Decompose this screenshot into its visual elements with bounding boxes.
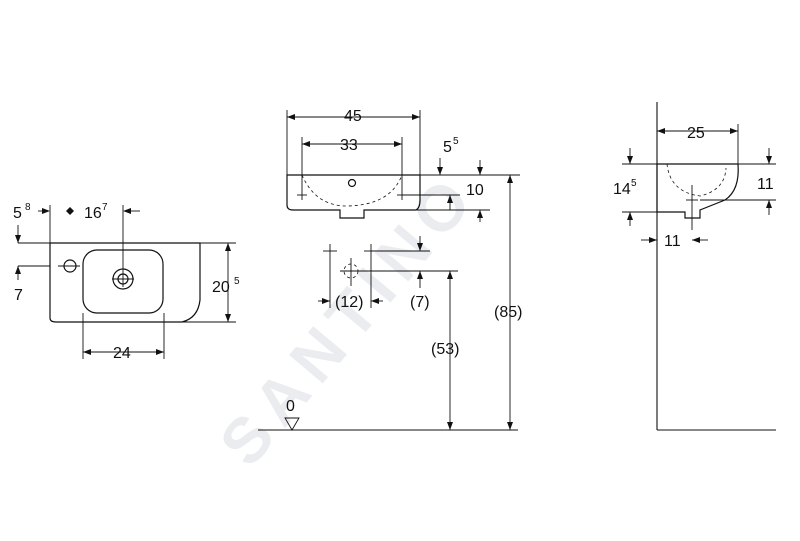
front-view-basin-outline: [286, 174, 421, 219]
svg-text:8: 8: [25, 202, 31, 213]
side-view-basin-outline: [656, 163, 739, 219]
pipe-drop-label: (7): [410, 294, 430, 311]
svg-text:5: 5: [631, 178, 637, 189]
pipe-spacing-label: (12): [335, 294, 363, 311]
top-height-label: 20: [212, 279, 230, 296]
bowl-height-label: 11: [757, 176, 774, 193]
side-depth-label: 25: [687, 125, 705, 142]
side-projection-label: 14: [613, 181, 631, 198]
overall-height-label: (85): [494, 304, 522, 321]
floor-level-label: 0: [286, 398, 295, 415]
rim-height-label: 10: [466, 182, 484, 199]
top-view-basin-outline: [49, 242, 201, 323]
svg-text:7: 7: [102, 202, 108, 213]
tap-hole-label: 7: [14, 287, 23, 304]
rim-label: 5: [443, 139, 452, 156]
tap-offset-label: 16: [84, 205, 102, 222]
top-depth-label: 5: [13, 205, 22, 222]
top-bowl-width-label: 24: [113, 345, 131, 362]
side-view: 25 14 5 11 11: [613, 102, 776, 431]
waste-offset-label: 11: [664, 233, 681, 250]
waste-height-label: (53): [431, 341, 459, 358]
svg-text:5: 5: [453, 136, 459, 147]
watermark: SANTINO: [206, 158, 491, 479]
svg-text:5: 5: [234, 276, 240, 287]
bowl-width-label: 33: [340, 137, 358, 154]
top-view: 5 8 16 7 7 20 5 24: [13, 202, 240, 362]
overall-width-label: 45: [344, 108, 362, 125]
front-view: 45 33 5 5 10: [258, 108, 522, 431]
